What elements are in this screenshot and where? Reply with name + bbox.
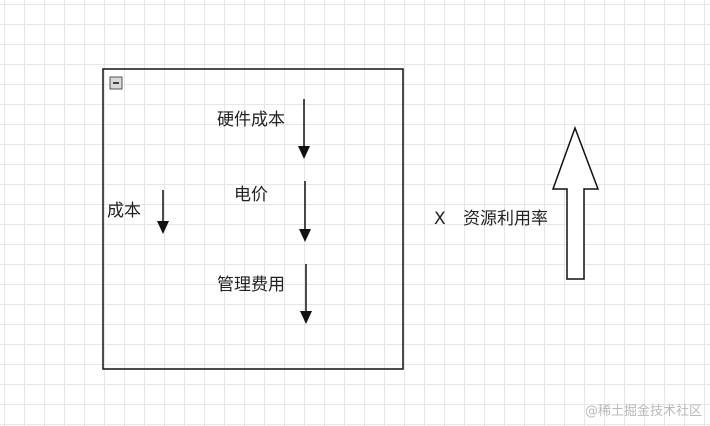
- times-symbol: X: [434, 209, 446, 229]
- container-box[interactable]: [102, 68, 404, 370]
- hollow-up-arrow-icon[interactable]: [551, 125, 600, 280]
- arrow-down-icon[interactable]: [298, 99, 310, 159]
- resource-utilization-label: 资源利用率: [463, 209, 548, 229]
- cost-label: 成本: [107, 201, 141, 221]
- arrow-down-icon[interactable]: [157, 190, 169, 234]
- management-fee-label: 管理费用: [217, 275, 285, 295]
- arrow-down-icon[interactable]: [299, 181, 311, 242]
- electricity-label: 电价: [234, 185, 268, 205]
- collapse-icon[interactable]: [109, 76, 123, 90]
- hardware-cost-label: 硬件成本: [217, 110, 285, 130]
- watermark: @稀土掘金技术社区: [584, 404, 702, 419]
- arrow-down-icon[interactable]: [300, 264, 312, 324]
